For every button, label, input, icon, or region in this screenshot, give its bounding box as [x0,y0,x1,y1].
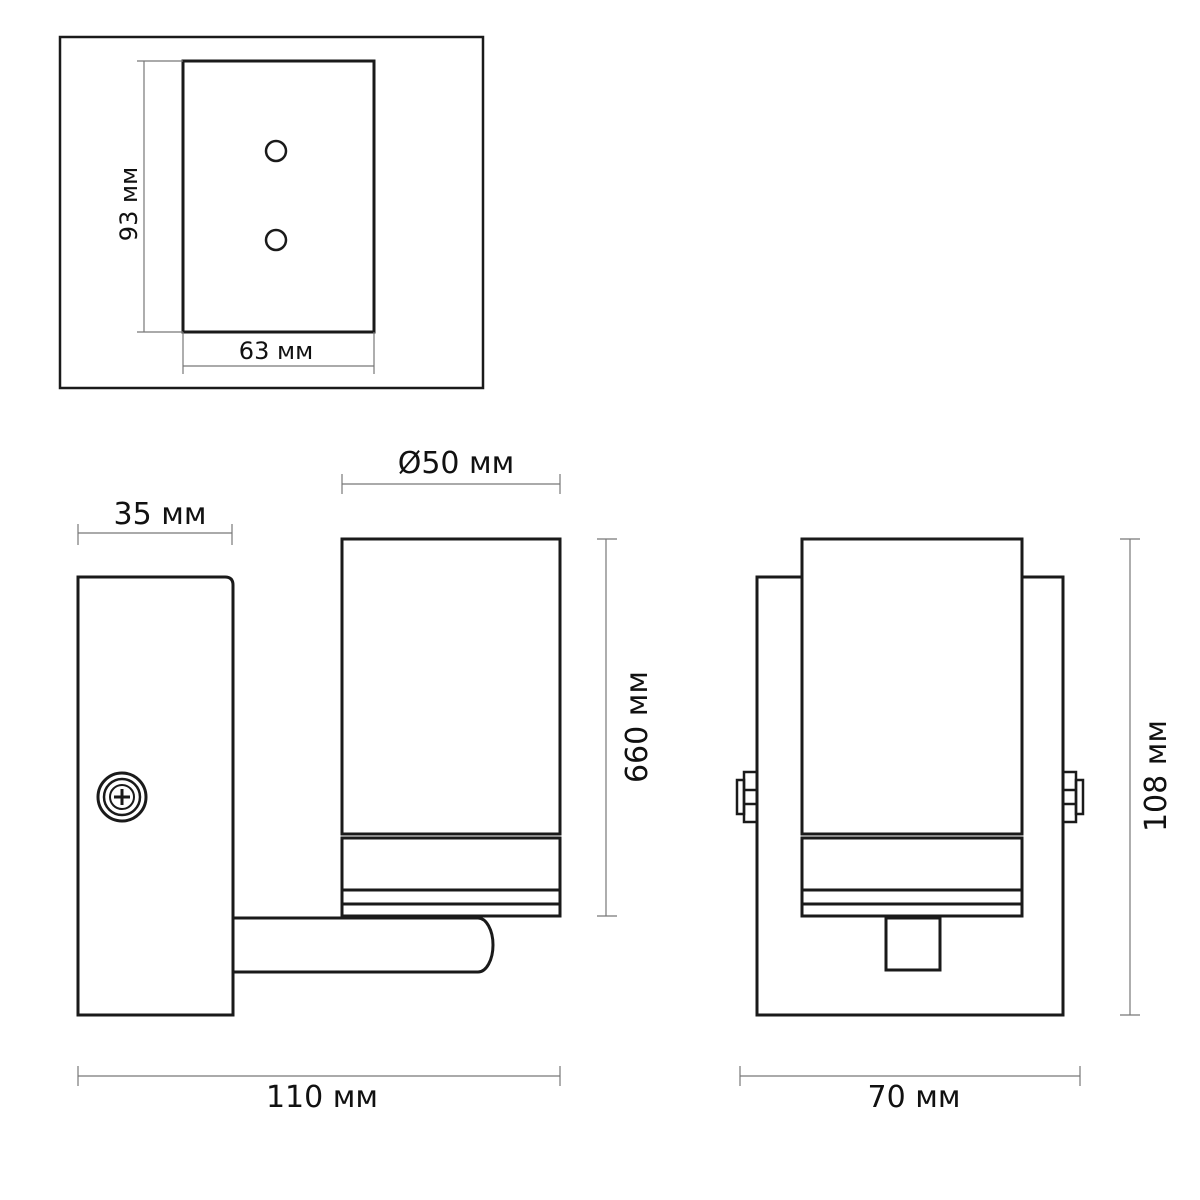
mounting-hole-bottom [264,228,288,252]
side-height-dimension [597,538,617,917]
base-depth-dimension [77,524,233,545]
front-width-dimension [739,1066,1081,1086]
wall-base [76,575,235,1017]
left-pivot-knob [735,770,759,824]
base-depth-label: 35 мм [114,497,207,532]
front-view: 108 мм 70 мм [735,537,1174,1115]
right-pivot-knob [1061,770,1085,824]
side-height-label: 660 мм [620,671,655,783]
lamp-shade-ring [340,836,562,918]
connecting-arm [233,916,495,974]
front-arm-stub [884,916,942,972]
lamp-shade-body [340,537,562,836]
front-shade-body [800,537,1024,836]
plate-width-dimension [182,332,375,374]
plate-height-label: 93 мм [115,167,143,241]
phillips-screw-icon [96,771,148,823]
total-width-label: 110 мм [266,1080,378,1115]
shade-diameter-dimension [341,474,561,494]
shade-diameter-label: Ø50 мм [398,446,515,481]
front-height-dimension [1120,538,1140,1016]
plate-width-label: 63 мм [239,337,313,365]
total-width-dimension [77,1066,561,1086]
mounting-hole-top [264,139,288,163]
plate-height-dimension [137,60,183,333]
mounting-plate-detail: 93 мм 63 мм [58,35,485,390]
mounting-plate [181,59,376,334]
front-height-label: 108 мм [1139,720,1174,832]
side-view: 35 мм Ø50 мм 660 мм [76,446,655,1115]
detail-frame [58,35,485,390]
front-width-label: 70 мм [868,1080,961,1115]
